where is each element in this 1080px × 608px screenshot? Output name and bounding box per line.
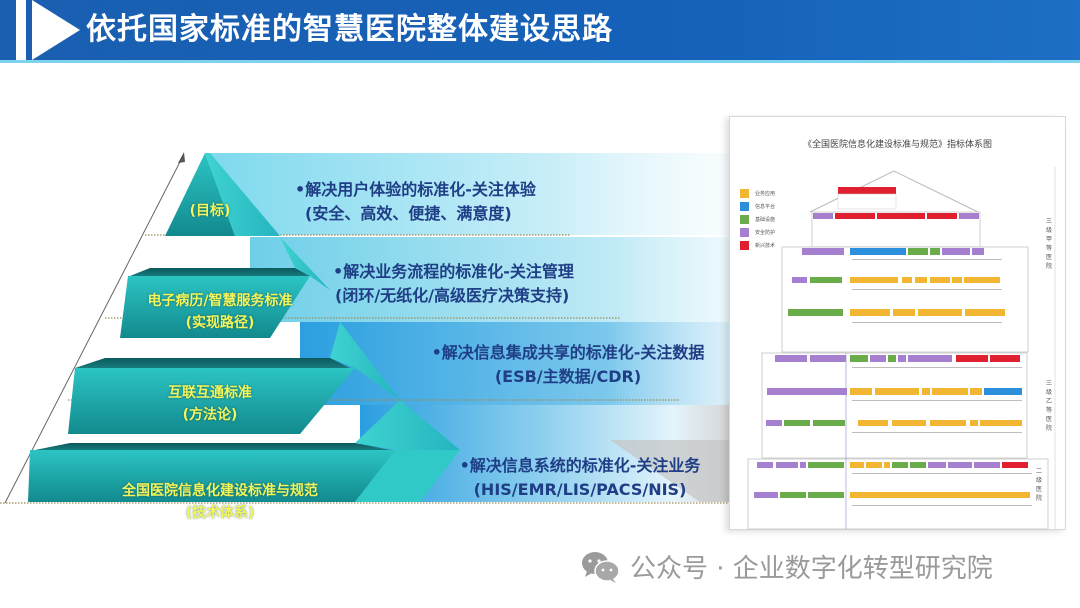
layer-4-title: 全国医院信息化建设标准与规范 [122, 483, 318, 499]
page-title: 依托国家标准的智慧医院整体建设思路 [86, 12, 613, 47]
desc-4-line-1: •解决信息系统的标准化-关注业务 [459, 456, 701, 475]
title-bar-accent [16, 0, 26, 60]
desc-3-line-1: •解决信息集成共享的标准化-关注数据 [431, 343, 705, 362]
diagram-legend: 业务应用 信息平台 基础设施 安全防护 新兴技术 [740, 187, 775, 252]
pyramid-layer-1-label: (目标) [160, 200, 260, 222]
desc-2-line-1: •解决业务流程的标准化-关注管理 [333, 262, 574, 281]
legend-label: 新兴技术 [755, 242, 776, 249]
indicator-structure [747, 167, 1056, 530]
layer-1-title: (目标) [189, 203, 231, 219]
layer-2-subtitle: (实现路径) [185, 315, 255, 331]
desc-1-line-1: •解决用户体验的标准化-关注体验 [295, 180, 536, 199]
layer-2-title: 电子病历/智慧服务标准 [147, 293, 293, 309]
legend-item: 基础设施 [740, 213, 775, 225]
legend-label: 安全防护 [755, 229, 776, 236]
desc-4-line-2: (HIS/EMR/LIS/PACS/NIS) [473, 480, 687, 499]
legend-item: 信息平台 [740, 200, 775, 212]
legend-label: 信息平台 [755, 203, 776, 210]
side-label-grade-3a: 三级甲等医院 [1045, 218, 1052, 270]
pyramid-layer-4-label: 全国医院信息化建设标准与规范 (技术体系) [100, 480, 340, 524]
watermark-text: 公众号 · 企业数字化转型研究院 [630, 554, 993, 584]
legend-swatch [740, 201, 749, 211]
layer-4-subtitle: (技术体系) [185, 505, 255, 521]
legend-label: 基础设施 [755, 216, 776, 223]
side-label-grade-3b: 三级乙等医院 [1045, 380, 1052, 432]
layer-2-description: •解决业务流程的标准化-关注管理 (闭环/无纸化/高级医疗决策支持) [333, 260, 673, 308]
play-arrow-icon [32, 0, 80, 60]
legend-swatch [740, 214, 749, 224]
pyramid-layer-2-label: 电子病历/智慧服务标准 (实现路径) [120, 290, 320, 334]
wechat-icon [582, 551, 620, 583]
title-bar: 依托国家标准的智慧医院整体建设思路 [0, 0, 1080, 60]
desc-3-line-2: (ESB/主数据/CDR) [494, 367, 642, 386]
legend-swatch [740, 240, 749, 250]
layer-4-description: •解决信息系统的标准化-关注业务 (HIS/EMR/LIS/PACS/NIS) [450, 454, 710, 502]
side-label-grade-2: 二级医院 [1035, 468, 1042, 502]
legend-item: 业务应用 [740, 187, 775, 199]
legend-item: 新兴技术 [740, 239, 775, 251]
legend-swatch [740, 227, 749, 237]
layer-3-subtitle: (方法论) [182, 407, 238, 423]
watermark: 公众号 · 企业数字化转型研究院 [580, 548, 993, 585]
layer-3-title: 互联互通标准 [168, 385, 252, 401]
desc-1-line-2: (安全、高效、便捷、满意度) [305, 204, 512, 223]
diagram-title: 《全国医院信息化建设标准与规范》指标体系图 [802, 140, 992, 150]
legend-label: 业务应用 [755, 190, 776, 197]
title-underline [0, 60, 1080, 63]
layer-1-description: •解决用户体验的标准化-关注体验 (安全、高效、便捷、满意度) [295, 178, 635, 226]
pyramid-layer-3-label: 互联互通标准 (方法论) [130, 382, 290, 426]
desc-2-line-2: (闭环/无纸化/高级医疗决策支持) [335, 286, 570, 305]
legend-swatch [740, 188, 749, 198]
indicator-system-diagram: 《全国医院信息化建设标准与规范》指标体系图 业务应用 信息平台 基础设施 安全防… [729, 116, 1066, 530]
legend-item: 安全防护 [740, 226, 775, 238]
layer-3-description: •解决信息集成共享的标准化-关注数据 (ESB/主数据/CDR) [398, 341, 738, 389]
